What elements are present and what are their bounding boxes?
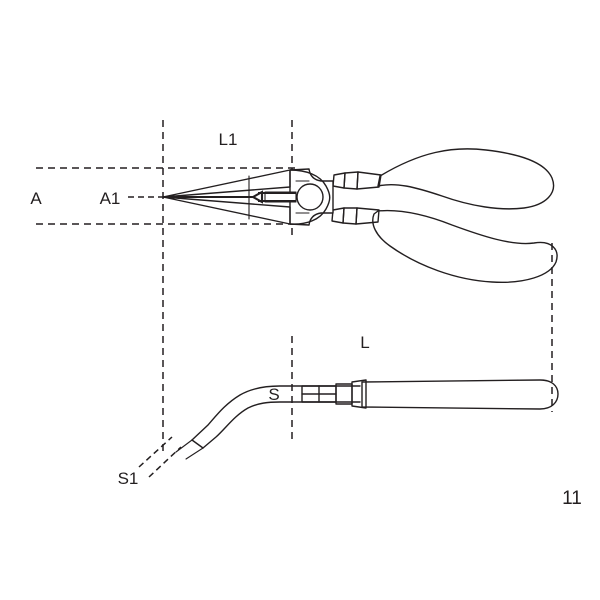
page-number: 11 — [562, 488, 582, 509]
lower-handle-grip — [372, 209, 558, 284]
side-handle-neck — [351, 379, 367, 409]
lower-jaw — [162, 196, 291, 225]
upper-handle-shank — [332, 172, 346, 189]
leader-s1-lower — [148, 446, 182, 478]
dimension-labels-group: A A1 L1 L S S1 — [30, 130, 369, 488]
label-l: L — [360, 333, 369, 352]
label-a: A — [30, 189, 42, 208]
label-l1: L1 — [219, 130, 238, 149]
upper-handle-collar — [343, 171, 359, 190]
lower-handle-shank — [331, 207, 345, 224]
jaw-inner-channel-arrow — [250, 190, 264, 204]
label-a1: A1 — [100, 189, 121, 208]
lower-handle-ferrule — [355, 207, 380, 225]
side-nose-taper-lower — [185, 447, 204, 460]
label-s1: S1 — [118, 469, 139, 488]
side-nose-tip — [191, 439, 204, 449]
pivot-head-outer — [289, 169, 331, 225]
upper-handle-ferrule — [356, 171, 382, 190]
side-nose-taper-upper — [175, 439, 193, 453]
label-s: S — [268, 385, 279, 404]
side-body-lower-edge — [202, 401, 361, 449]
centerlines-group — [36, 120, 553, 478]
top-view-pliers — [162, 148, 558, 284]
side-handle-grip — [361, 379, 559, 410]
side-body-upper-edge — [191, 385, 361, 441]
lower-handle-collar — [342, 207, 358, 225]
leader-s1-upper — [138, 436, 173, 468]
side-view-pliers — [175, 379, 559, 460]
upper-handle-grip — [377, 148, 555, 210]
pivot-rivet-circle — [296, 183, 324, 211]
upper-jaw — [162, 169, 291, 198]
side-handle-collar — [335, 383, 353, 405]
